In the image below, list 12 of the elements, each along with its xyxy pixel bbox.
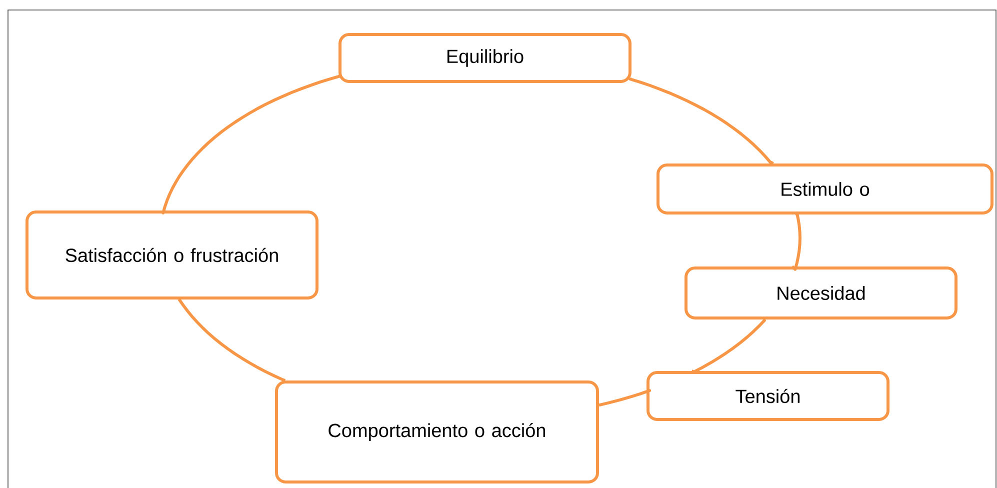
connector-line	[628, 78, 774, 165]
connector-line	[791, 211, 802, 271]
process-box: Necesidad	[684, 266, 958, 320]
process-box: Comportamiento o acción	[275, 380, 599, 484]
process-box: Satisfacción o frustración	[26, 210, 318, 300]
connector-line	[161, 74, 342, 214]
process-box: Estimulo o	[656, 164, 994, 214]
connector-line	[178, 298, 286, 382]
process-box: Equilibrio	[338, 33, 632, 83]
connector-line	[691, 318, 767, 374]
process-box: Tensión	[646, 371, 890, 421]
connector-line	[598, 388, 652, 407]
